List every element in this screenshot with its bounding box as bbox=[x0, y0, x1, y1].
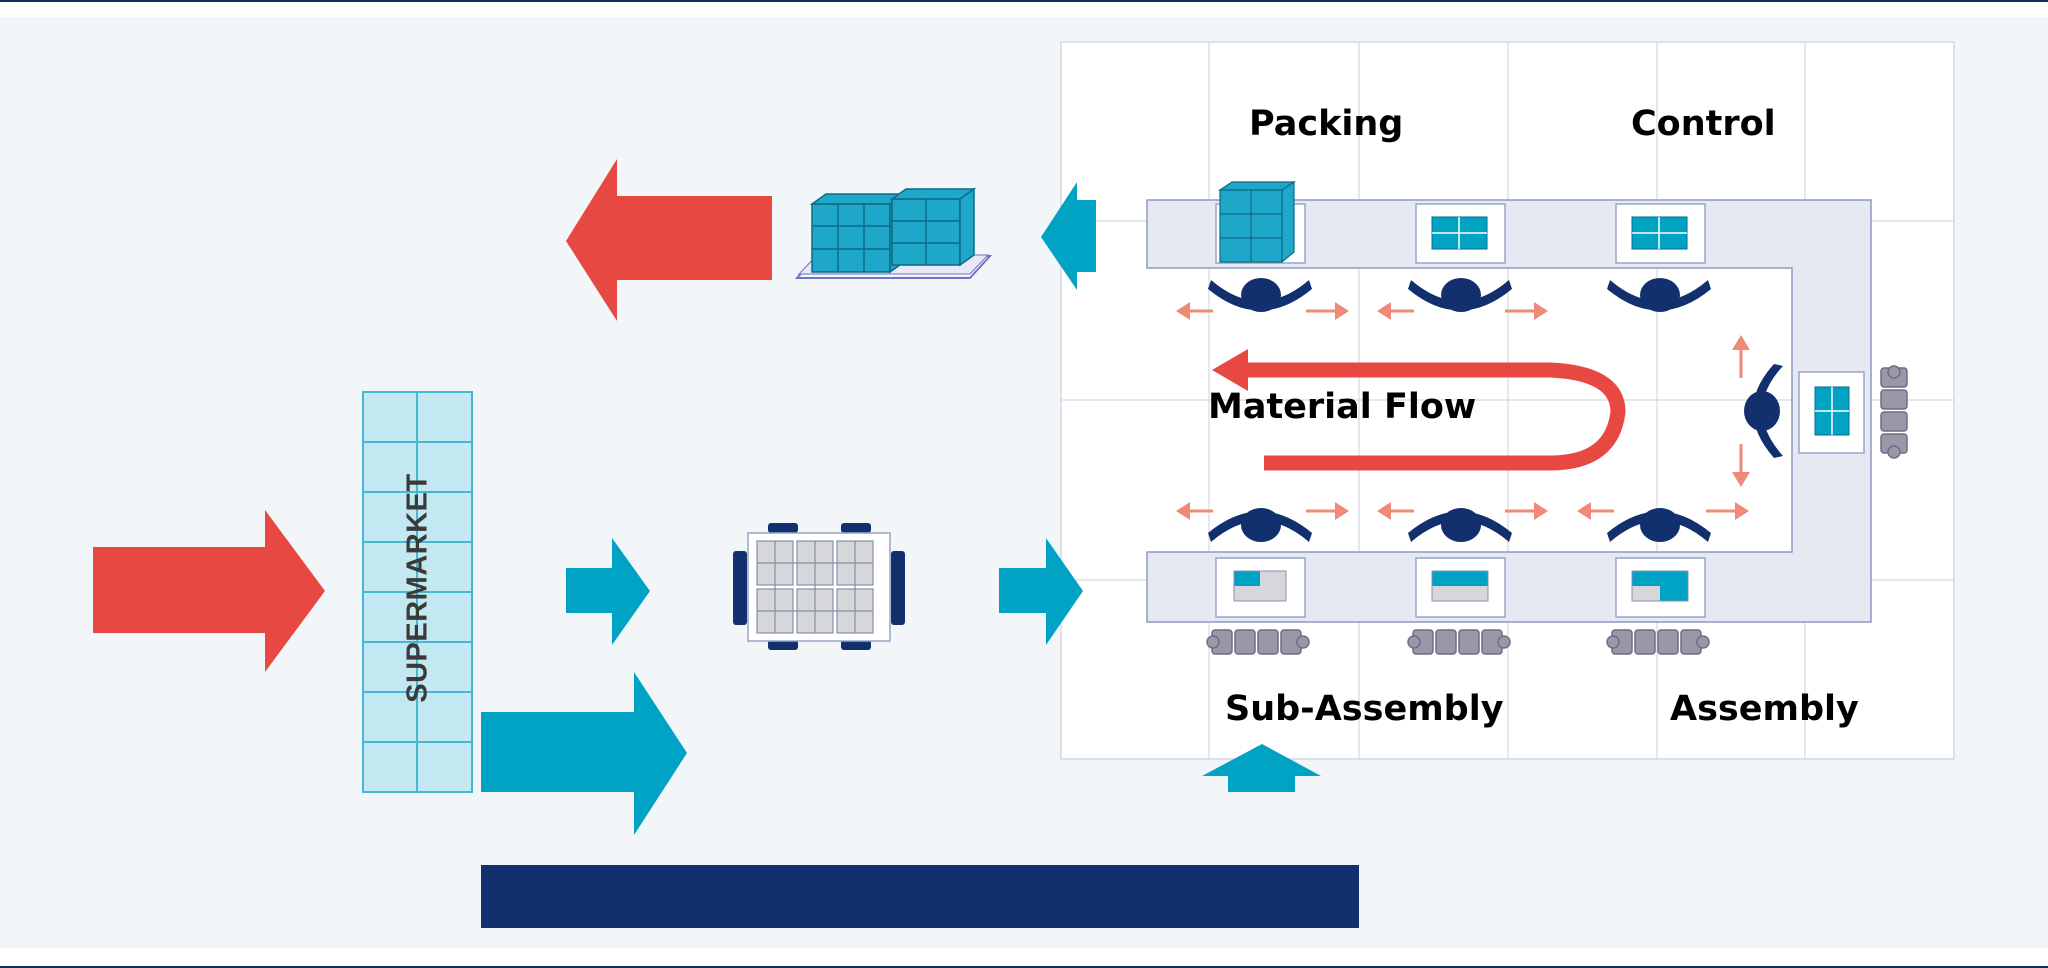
shipping-arrow bbox=[1041, 182, 1096, 290]
worker-icon bbox=[1408, 508, 1512, 542]
control-station bbox=[1615, 203, 1706, 264]
inbound-arrow bbox=[93, 510, 325, 672]
sub-assembly-label: Sub-Assembly bbox=[1225, 689, 1504, 729]
top-rule bbox=[0, 0, 2048, 2]
material-flow-label: Material Flow bbox=[1208, 387, 1477, 427]
lead-time-bar bbox=[481, 865, 1359, 928]
worker-icon bbox=[1208, 278, 1312, 312]
outbound-arrow bbox=[566, 159, 772, 321]
station-bottom-2 bbox=[1415, 557, 1506, 618]
replenish-arrow bbox=[566, 538, 650, 645]
supermarket-label: SUPERMARKET bbox=[401, 473, 434, 703]
control-label: Control bbox=[1631, 104, 1776, 144]
packing-station bbox=[1215, 180, 1306, 264]
bottom-rule bbox=[0, 966, 2048, 968]
sub-assembly-station bbox=[1215, 557, 1306, 618]
feed-up-arrow bbox=[1202, 744, 1321, 792]
station-top-2 bbox=[1415, 203, 1506, 264]
supply-arrow bbox=[481, 672, 687, 835]
worker-icon bbox=[1408, 278, 1512, 312]
worker-icon bbox=[1208, 508, 1312, 542]
worker-icon bbox=[1744, 364, 1783, 458]
supermarket-rack bbox=[362, 391, 473, 793]
parts-bins bbox=[1206, 365, 1908, 655]
assembly-station bbox=[1615, 557, 1706, 618]
station-right bbox=[1798, 371, 1865, 454]
worker-icon bbox=[1607, 508, 1711, 542]
assembly-label: Assembly bbox=[1670, 689, 1859, 729]
to-cell-arrow bbox=[999, 538, 1083, 645]
packing-label: Packing bbox=[1249, 104, 1404, 144]
kanban-cart bbox=[733, 523, 905, 650]
worker-movement-arrows bbox=[1176, 302, 1750, 520]
material-flow-arrow bbox=[1212, 349, 1626, 471]
worker-icon bbox=[1607, 278, 1711, 312]
finished-goods-pallet bbox=[794, 187, 993, 279]
